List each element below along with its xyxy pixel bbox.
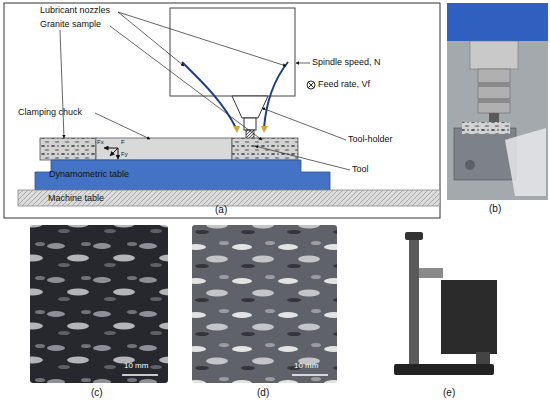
photo-background	[447, 3, 548, 200]
panel-letter: (b)	[489, 203, 501, 214]
part-label: Tool	[352, 165, 369, 175]
part-label: Lubricant nozzles	[40, 6, 110, 16]
panel-frame	[4, 3, 440, 218]
panel-letter: (e)	[443, 387, 455, 398]
scale-bar	[292, 374, 328, 376]
nozzle-pipe	[182, 62, 236, 128]
nozzle-tip	[233, 126, 240, 133]
leader-line	[296, 63, 310, 64]
holder-band	[478, 82, 510, 87]
leader-line	[60, 30, 64, 138]
photo-background	[382, 225, 520, 383]
table-shape	[18, 190, 440, 206]
part-label: Granite sample	[40, 20, 101, 30]
clamping-chuck-shape	[96, 138, 232, 160]
machine-head	[447, 3, 548, 41]
node-label: Dynamometric table	[35, 160, 330, 180]
feed-direction-symbol	[308, 82, 314, 88]
granite-sample-part	[40, 138, 96, 160]
sample-photo	[462, 122, 510, 134]
table-shape	[35, 160, 330, 190]
sample-plate	[441, 280, 497, 354]
parameter-label: Feed rate, Vf	[318, 80, 370, 90]
panel-letter: (a)	[215, 204, 227, 215]
leader-lines	[60, 12, 350, 170]
scale-label: 10 mm	[124, 362, 148, 371]
gauge-cap	[405, 232, 423, 240]
force-arrow	[110, 148, 118, 156]
part-label: Clamping chuck	[18, 108, 82, 118]
parameter-label: Spindle speed, N	[312, 58, 381, 68]
dynamometric-table: Dynamometric table	[35, 160, 330, 190]
chip-shield	[505, 128, 546, 196]
leader-line	[262, 108, 346, 140]
holder-band	[478, 98, 510, 103]
scale-label: 10 mm	[294, 362, 318, 371]
vise-screw	[465, 160, 475, 170]
nozzle-tip	[261, 126, 268, 133]
force-arrow	[104, 148, 118, 149]
tool-holder-photo	[478, 69, 510, 113]
profilometer-photo	[382, 225, 520, 383]
force-arrow	[118, 148, 119, 159]
gauge-arm	[419, 268, 443, 278]
part-label: Tool-holder	[348, 135, 393, 145]
gauge-column	[409, 240, 419, 364]
granite-surface-photo	[30, 225, 168, 383]
node-label: Machine table	[18, 190, 440, 204]
feed-direction-symbol	[307, 81, 315, 89]
leader-line	[110, 26, 262, 140]
machine-photo	[447, 3, 548, 200]
panel-letter: (c)	[91, 387, 103, 398]
machine-table: Machine table	[18, 190, 440, 206]
vise-photo	[454, 128, 516, 180]
force-label: Fx	[97, 139, 104, 146]
scale-bar	[122, 374, 158, 376]
leader-line	[95, 113, 150, 139]
panel-letter: (d)	[257, 387, 269, 398]
plate-stand	[476, 352, 490, 364]
force-label: Fy	[121, 151, 128, 158]
leader-line	[118, 12, 286, 66]
force-label: F	[121, 139, 125, 146]
tool-holder-shape	[232, 96, 268, 118]
spindle-body	[470, 41, 518, 69]
granite-sample-part	[232, 138, 298, 160]
nozzle-pipe	[264, 62, 288, 128]
granite-surface-photo	[192, 225, 337, 383]
gauge-base	[394, 364, 494, 375]
